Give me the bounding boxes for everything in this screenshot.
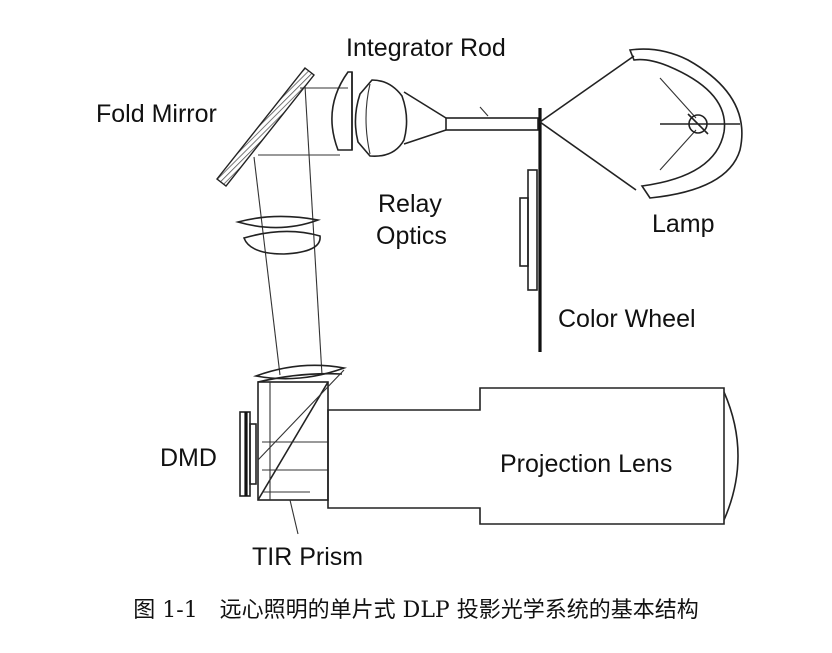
field-lens: [252, 364, 348, 383]
label-fold-mirror: Fold Mirror: [96, 100, 217, 128]
projection-lens: [327, 387, 739, 525]
label-integrator-rod: Integrator Rod: [346, 34, 506, 62]
label-projection-lens: Projection Lens: [500, 450, 672, 478]
dmd: [239, 411, 257, 497]
beam-mirror-to-relay: [253, 85, 348, 376]
label-dmd: DMD: [160, 444, 217, 472]
label-color-wheel: Color Wheel: [558, 305, 696, 333]
label-relay-optics-1: Relay: [378, 190, 442, 218]
label-relay-optics-2: Optics: [376, 222, 447, 250]
integrator-rod: [445, 106, 539, 131]
fold-mirror: [216, 67, 315, 187]
label-lamp: Lamp: [652, 210, 715, 238]
label-tir-prism: TIR Prism: [252, 543, 363, 571]
relay-optics: [331, 71, 447, 157]
color-wheel: [519, 108, 542, 352]
condenser-lens-pair: [235, 215, 322, 255]
tir-prism: [257, 369, 345, 535]
lamp: [539, 48, 743, 199]
figure-caption: 图 1-1 远心照明的单片式 DLP 投影光学系统的基本结构: [133, 598, 699, 623]
